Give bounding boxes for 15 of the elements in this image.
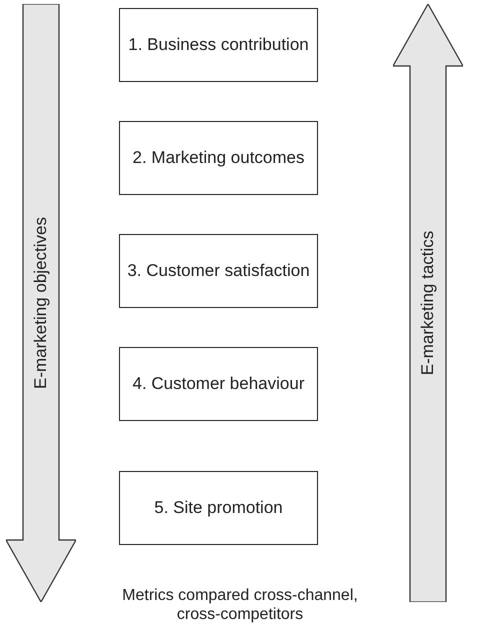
down-arrow [6,4,76,602]
metric-label: 1. Business contribution [128,35,309,55]
metric-label: 5. Site promotion [154,498,283,518]
metric-label: 3. Customer satisfaction [127,261,310,281]
metric-box [119,234,318,308]
metric-label: 2. Marketing outcomes [132,148,304,168]
arrow-label: E-marketing tactics [418,230,438,376]
metric-box [119,471,318,545]
metric-label: 4. Customer behaviour [132,374,304,394]
metric-box [119,121,318,195]
metric-box [119,347,318,421]
up-arrow [393,4,463,602]
arrow-label: E-marketing objectives [31,217,51,389]
metric-box [119,8,318,82]
caption: Metrics compared cross-channel, cross-competitors [121,586,359,624]
